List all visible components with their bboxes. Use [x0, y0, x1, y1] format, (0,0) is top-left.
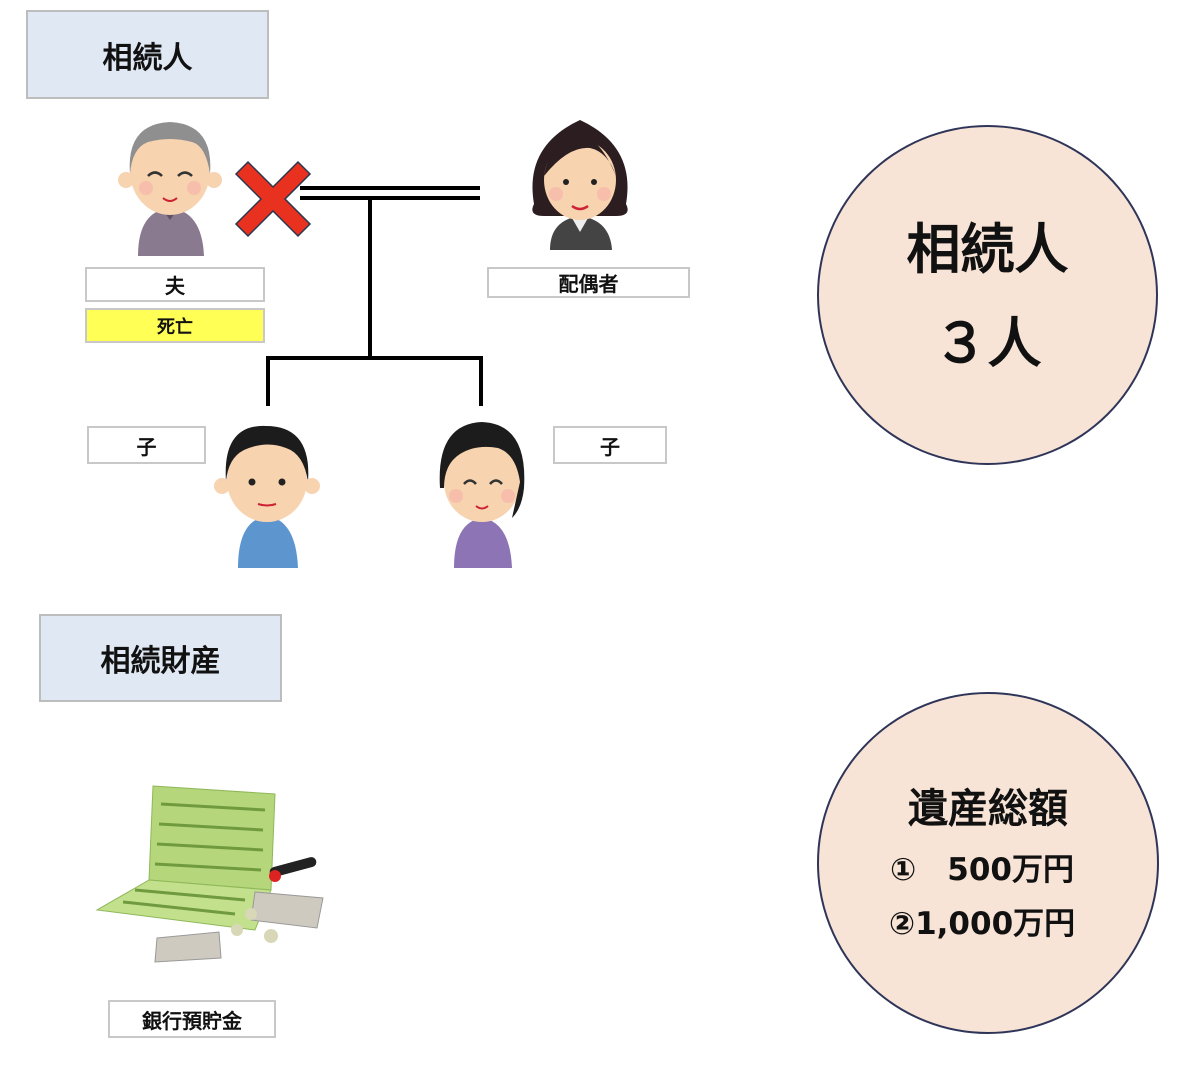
son-illustration	[214, 425, 320, 568]
deceased-x-icon	[234, 160, 312, 238]
asset-label: 銀行預貯金	[108, 1000, 276, 1038]
estate-summary-circle: 遺産総額 ① 500万円 ②1,000万円	[817, 692, 1159, 1034]
estate-total-title: 遺産総額	[908, 786, 1068, 832]
marriage-line	[300, 196, 480, 200]
child-right-label: 子	[553, 426, 667, 464]
heirs-header: 相続人	[26, 10, 269, 99]
deceased-status-badge: 死亡	[85, 308, 265, 343]
husband-label: 夫	[85, 267, 265, 302]
heirs-summary-title: 相続人	[906, 218, 1069, 281]
child-left-line	[266, 356, 270, 406]
spouse-label: 配偶者	[487, 267, 690, 298]
estate-value-2: ②1,000万円	[888, 906, 1076, 942]
estate-value-1: ① 500万円	[890, 852, 1074, 888]
child-right-line	[479, 356, 483, 406]
estate-header: 相続財産	[39, 614, 282, 702]
daughter-illustration	[439, 422, 525, 568]
heirs-count: ３人	[933, 312, 1042, 375]
child-left-label: 子	[87, 426, 206, 464]
elderly-man-illustration	[118, 122, 222, 256]
descent-line	[368, 198, 372, 360]
heirs-summary-circle: 相続人 ３人	[817, 125, 1158, 465]
spouse-illustration	[532, 120, 628, 250]
bankbook-illustration	[95, 785, 324, 963]
sibling-line	[266, 356, 483, 360]
marriage-line	[300, 186, 480, 190]
